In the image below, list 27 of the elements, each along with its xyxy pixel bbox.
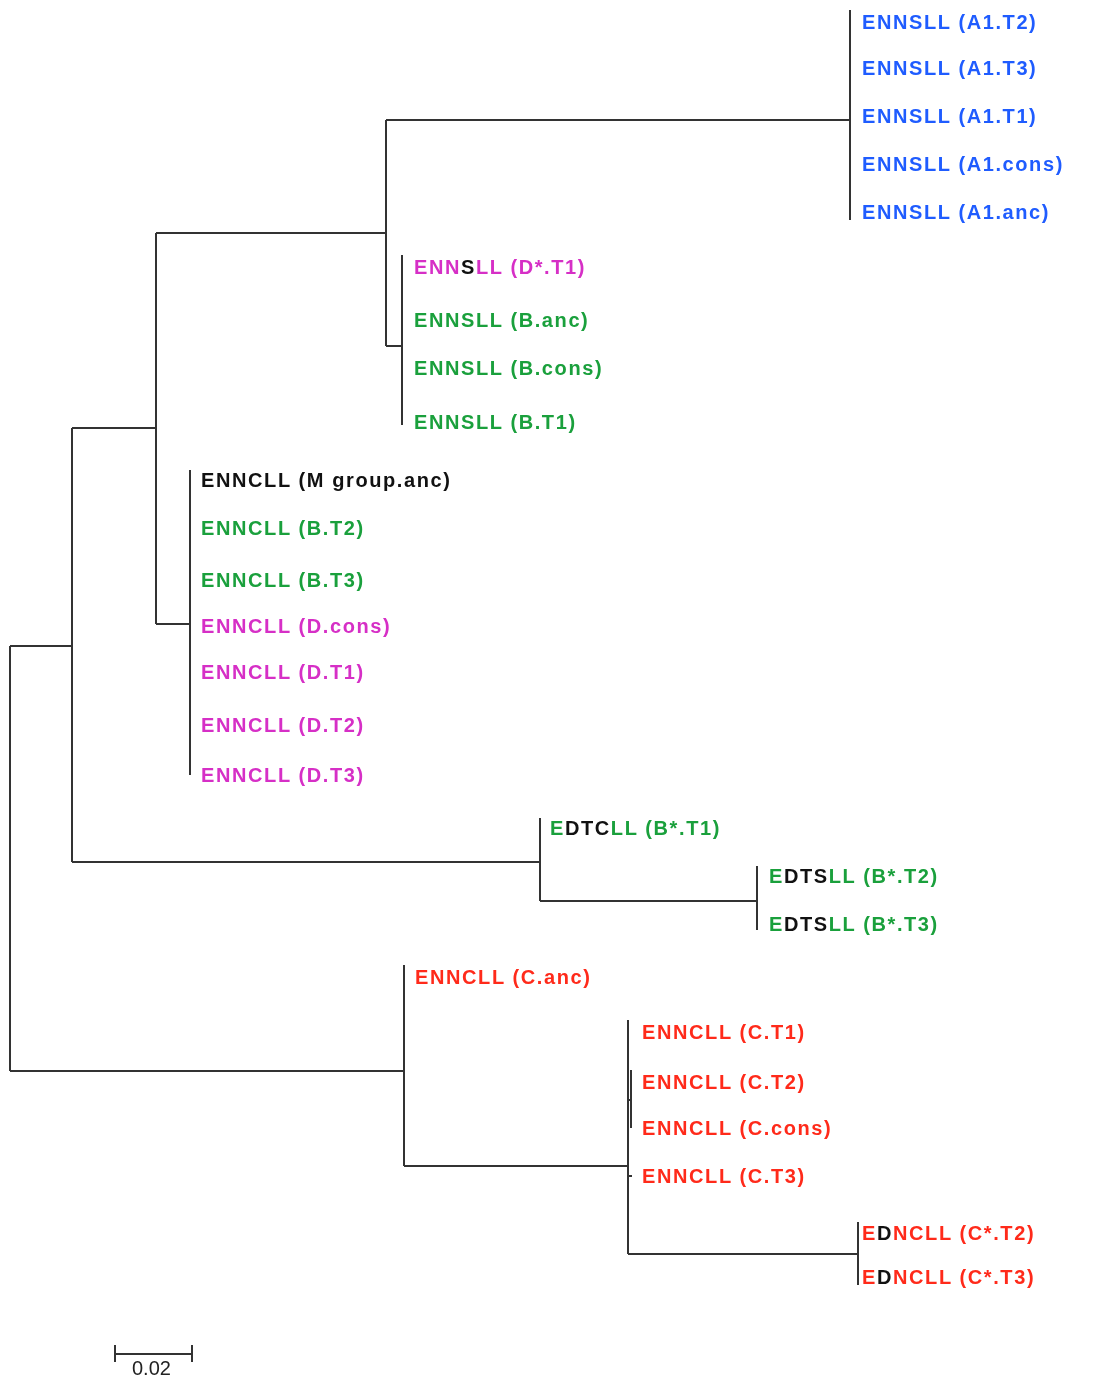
taxon-label: ENNSLL (A1.anc) bbox=[862, 199, 1051, 225]
taxon-label: ENNSLL (D*.T1) bbox=[414, 254, 587, 280]
taxon-label: EDNCLL (C*.T3) bbox=[862, 1264, 1036, 1290]
taxon-label: ENNCLL (B.T3) bbox=[201, 567, 365, 593]
scale-label: 0.02 bbox=[132, 1357, 171, 1380]
taxon-label: ENNCLL (C.cons) bbox=[642, 1115, 833, 1141]
taxon-label: ENNSLL (A1.T3) bbox=[862, 55, 1038, 81]
taxon-label: EDNCLL (C*.T2) bbox=[862, 1220, 1036, 1246]
taxon-label: ENNSLL (B.cons) bbox=[414, 355, 604, 381]
taxon-label: ENNCLL (M group.anc) bbox=[201, 467, 452, 493]
taxon-label: ENNCLL (D.T3) bbox=[201, 762, 365, 788]
taxon-label: ENNCLL (C.T3) bbox=[642, 1163, 806, 1189]
taxon-label: ENNCLL (D.T2) bbox=[201, 712, 365, 738]
taxon-label: ENNSLL (A1.cons) bbox=[862, 151, 1064, 177]
taxon-label: EDTSLL (B*.T2) bbox=[769, 863, 939, 889]
taxon-label: ENNCLL (C.T2) bbox=[642, 1069, 806, 1095]
taxon-label: ENNSLL (B.T1) bbox=[414, 409, 577, 435]
taxon-label: EDTSLL (B*.T3) bbox=[769, 911, 939, 937]
taxon-label: ENNCLL (D.T1) bbox=[201, 659, 365, 685]
taxon-label: ENNCLL (C.anc) bbox=[415, 964, 592, 990]
taxon-label: ENNCLL (D.cons) bbox=[201, 613, 392, 639]
taxon-label: ENNCLL (B.T2) bbox=[201, 515, 365, 541]
taxon-label: ENNSLL (A1.T1) bbox=[862, 103, 1038, 129]
taxon-label: ENNSLL (B.anc) bbox=[414, 307, 590, 333]
taxon-label: ENNCLL (C.T1) bbox=[642, 1019, 806, 1045]
taxon-label: ENNSLL (A1.T2) bbox=[862, 9, 1038, 35]
taxon-label: EDTCLL (B*.T1) bbox=[550, 815, 721, 841]
